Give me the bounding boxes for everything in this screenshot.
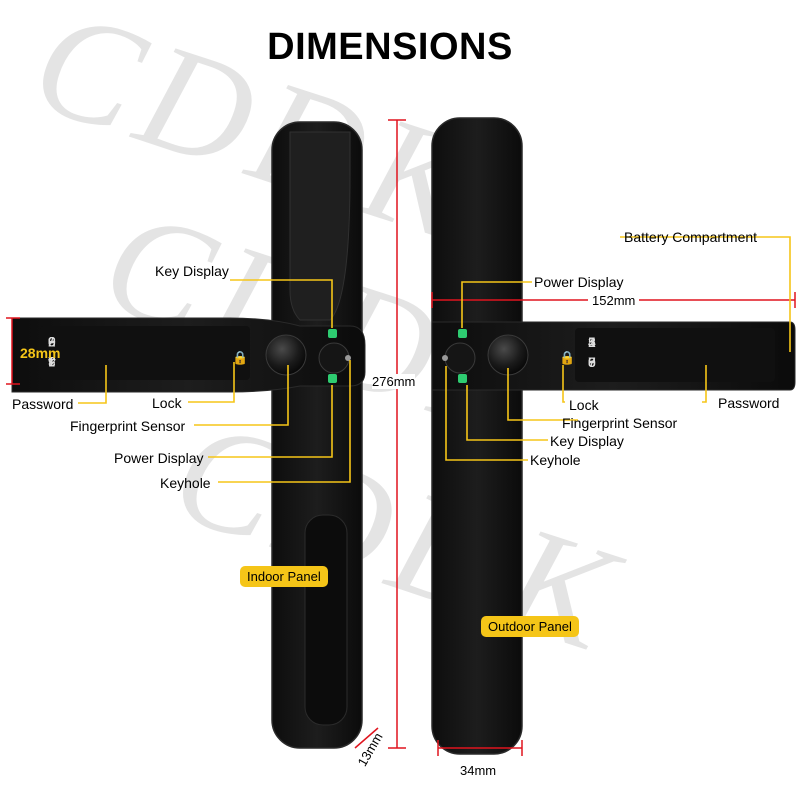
outdoor-panel: 🔒 (431, 117, 796, 755)
keypad-key: 5 (588, 334, 596, 350)
label-keyhole-outdoor: Keyhole (530, 452, 581, 468)
lock-icon: 🔒 (559, 351, 575, 366)
dimension-handle-height: 28mm (20, 345, 61, 361)
label-battery-compartment: Battery Compartment (624, 229, 758, 245)
keypad-key: 7 (588, 354, 596, 370)
keypad-key: 3 (588, 334, 596, 350)
keypad-key: 1 (588, 334, 596, 350)
keypad-key: 4 (588, 334, 596, 350)
keypad-key: 9 (588, 354, 596, 370)
key-display-led (328, 329, 337, 338)
keypad-key: 6 (588, 354, 596, 370)
keypad-key: 8 (588, 354, 596, 370)
dimension-width: 152mm (588, 293, 640, 308)
label-password-indoor: Password (12, 396, 74, 412)
label-key-display-indoor: Key Display (155, 263, 229, 279)
dimension-height: 276mm (372, 374, 416, 389)
indoor-panel: 🔒 (11, 121, 366, 749)
dimension-lines (6, 119, 796, 756)
label-keyhole-indoor: Keyhole (160, 475, 211, 491)
dimension-panel-width: 34mm (460, 763, 497, 778)
keypad-key: 0 (588, 354, 596, 370)
page-title: DIMENSIONS (267, 26, 513, 68)
label-lock-outdoor: Lock (569, 397, 599, 413)
indoor-panel-badge: Indoor Panel (240, 566, 328, 587)
indoor-keypad: 0 9 8 7 6 5 4 3 2 1 (48, 334, 244, 374)
label-key-display-outdoor: Key Display (550, 433, 624, 449)
label-fingerprint-indoor: Fingerprint Sensor (70, 418, 186, 434)
label-lock-indoor: Lock (152, 395, 182, 411)
leader-lines (78, 236, 791, 483)
lock-icon: 🔒 (232, 351, 248, 366)
label-power-display-outdoor: Power Display (534, 274, 624, 290)
label-fingerprint-outdoor: Fingerprint Sensor (562, 415, 678, 431)
label-password-outdoor: Password (718, 395, 780, 411)
keypad-key: 2 (588, 334, 596, 350)
label-power-display-indoor: Power Display (114, 450, 204, 466)
outdoor-keypad: 1 2 3 4 5 6 7 8 9 0 (588, 334, 754, 374)
outdoor-panel-badge: Outdoor Panel (481, 616, 579, 637)
power-display-led (328, 374, 337, 383)
